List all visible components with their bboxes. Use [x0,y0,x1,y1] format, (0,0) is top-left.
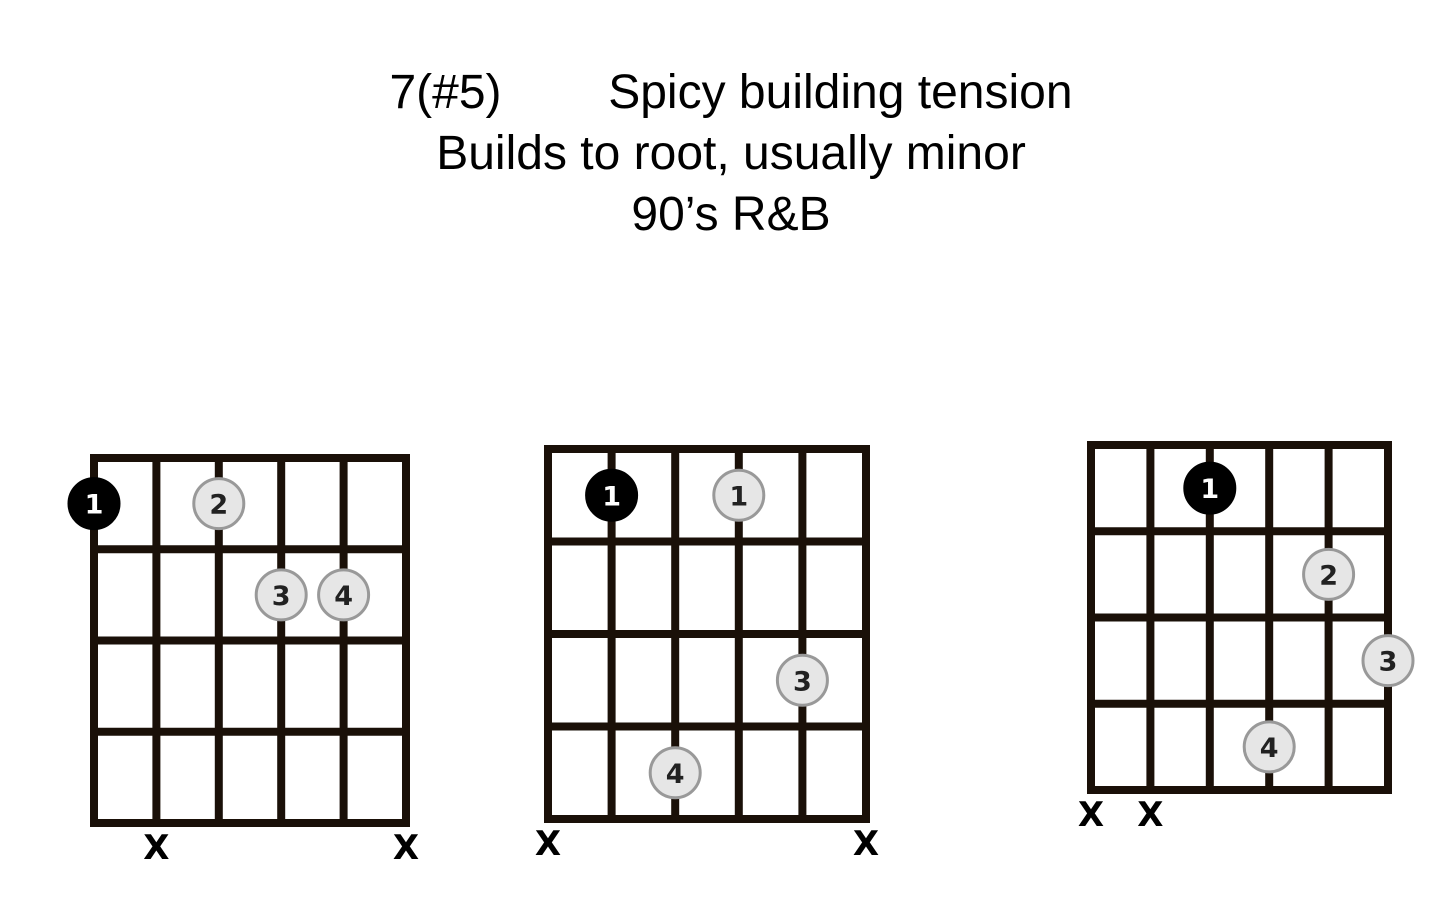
finger-number: 1 [602,481,621,512]
finger-number: 1 [1200,474,1219,505]
finger-number: 4 [666,759,685,790]
muted-string-marker: X [1137,795,1163,835]
finger-dot: 3 [775,653,829,707]
title-line-3: 90’s R&B [631,188,831,241]
finger-number: 2 [1319,560,1338,591]
root-finger-dot: 1 [67,477,121,531]
finger-dot: 4 [648,746,702,800]
muted-string-marker: X [1078,795,1104,835]
finger-dot: 2 [192,477,246,531]
finger-dot-circle [1183,461,1237,515]
finger-number: 2 [209,490,228,521]
finger-dot-circle [712,468,766,522]
finger-number: 3 [1379,647,1398,678]
muted-string-marker: X [853,824,879,864]
finger-dot: 4 [1242,720,1296,774]
finger-dot: 1 [712,468,766,522]
finger-dot-circle [317,568,371,622]
finger-dot-circle [648,746,702,800]
root-finger-dot: 1 [585,468,639,522]
finger-number: 3 [272,581,291,612]
finger-number: 1 [85,490,104,521]
finger-dot: 3 [254,568,308,622]
muted-string-marker: X [393,828,419,868]
title-block: 7(#5) Spicy building tension Builds to r… [0,62,1447,245]
finger-dot-circle [67,477,121,531]
chord-description: Spicy building tension [608,66,1073,119]
finger-number: 4 [334,581,353,612]
finger-dot: 4 [317,568,371,622]
finger-dot-circle [192,477,246,531]
chord-name: 7(#5) [389,66,502,119]
finger-dot-circle [254,568,308,622]
title-line-2: Builds to root, usually minor [436,127,1026,180]
finger-dot-circle [585,468,639,522]
finger-dot-circle [1361,634,1415,688]
finger-number: 1 [729,481,748,512]
finger-dot: 3 [1361,634,1415,688]
finger-dot-circle [1302,547,1356,601]
title-line-1: 7(#5) Spicy building tension [0,62,1447,123]
finger-number: 3 [793,666,812,697]
finger-number: 4 [1260,733,1279,764]
finger-dot: 2 [1302,547,1356,601]
root-finger-dot: 1 [1183,461,1237,515]
finger-dot-circle [775,653,829,707]
chord-shape-2: X X 1 1 3 4 [535,445,879,864]
muted-string-marker: X [143,828,169,868]
muted-string-marker: X [535,824,561,864]
finger-dot-circle [1242,720,1296,774]
chord-shape-1: X X 1 2 3 4 [67,454,419,868]
